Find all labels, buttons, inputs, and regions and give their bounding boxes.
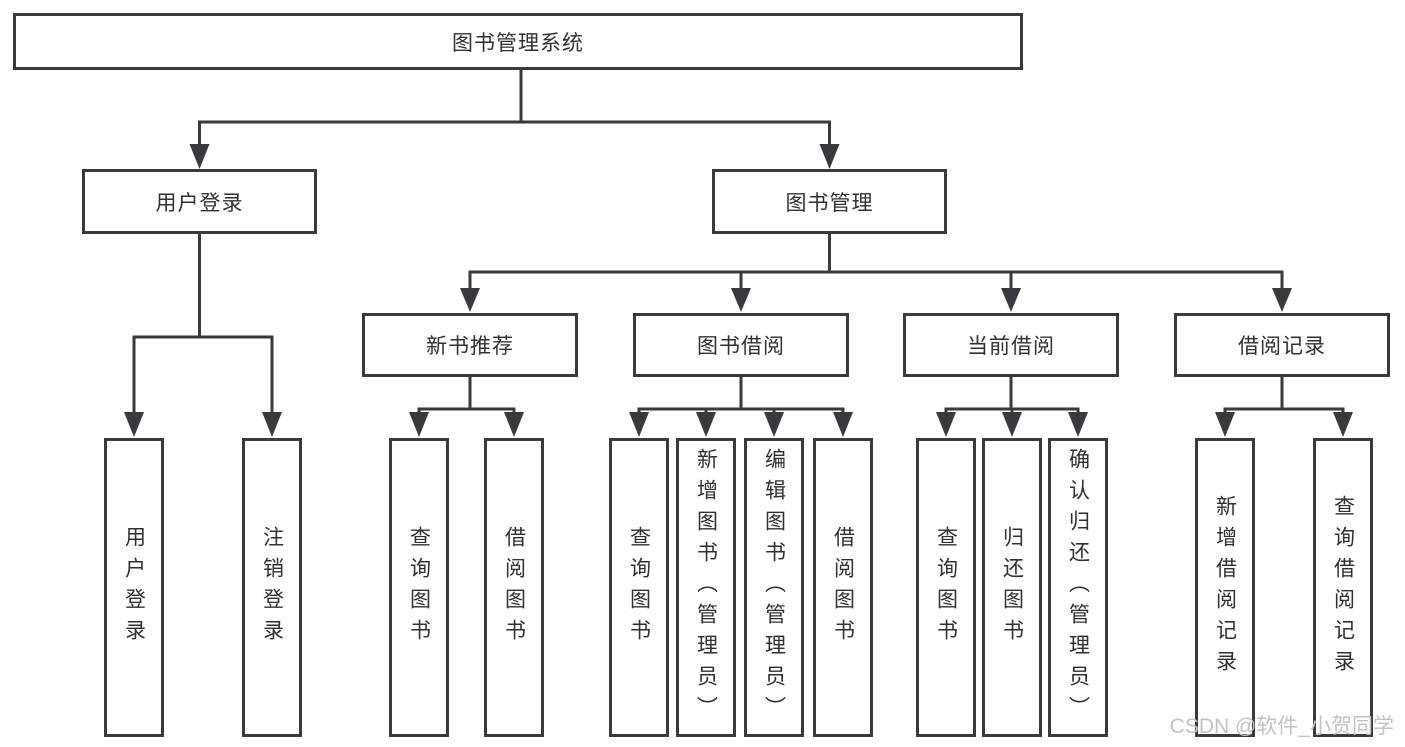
edge-borrow-records-to-leaves xyxy=(1215,375,1353,437)
node-leaf-br-query-record: 查询借阅记录 xyxy=(1313,438,1373,737)
node-leaf-rec-query-books: 查询图书 xyxy=(389,438,449,737)
node-book-borrow: 图书借阅 xyxy=(633,313,849,377)
node-root-label: 图书管理系统 xyxy=(452,31,584,55)
node-leaf-br-add-record-label: 新增借阅记录 xyxy=(1213,494,1237,681)
node-leaf-login-label: 用户登录 xyxy=(122,525,146,650)
node-borrow-records: 借阅记录 xyxy=(1174,313,1390,377)
node-leaf-br-add-record: 新增借阅记录 xyxy=(1195,438,1255,737)
edge-book-borrow-to-leaves xyxy=(629,375,853,437)
node-leaf-bb-add-books-label: 新增图书（管理员） xyxy=(694,448,718,727)
node-leaf-cb-query-books-label: 查询图书 xyxy=(934,525,958,650)
node-leaf-cb-confirm-return-label: 确认归还（管理员） xyxy=(1066,448,1090,727)
node-book-mgmt-label: 图书管理 xyxy=(785,191,874,215)
node-leaf-login: 用户登录 xyxy=(104,438,164,737)
node-borrow-records-label: 借阅记录 xyxy=(1238,335,1326,358)
node-leaf-bb-edit-books: 编辑图书（管理员） xyxy=(744,438,804,737)
node-leaf-bb-borrow-books-label: 借阅图书 xyxy=(831,525,855,650)
node-leaf-rec-borrow-books-label: 借阅图书 xyxy=(502,525,526,650)
node-leaf-bb-add-books: 新增图书（管理员） xyxy=(676,438,736,737)
node-leaf-bb-borrow-books: 借阅图书 xyxy=(813,438,873,737)
node-book-mgmt: 图书管理 xyxy=(712,169,947,234)
node-leaf-br-query-record-label: 查询借阅记录 xyxy=(1331,494,1355,681)
node-leaf-cb-query-books: 查询图书 xyxy=(916,438,976,737)
node-root: 图书管理系统 xyxy=(13,13,1023,70)
csdn-watermark: CSDN @软件_小贺同学 xyxy=(1169,715,1394,738)
node-book-borrow-label: 图书借阅 xyxy=(697,335,785,358)
node-leaf-cb-return-books: 归还图书 xyxy=(982,438,1042,737)
edge-root-to-level2 xyxy=(189,68,840,169)
node-leaf-bb-edit-books-label: 编辑图书（管理员） xyxy=(762,448,786,727)
node-leaf-rec-borrow-books: 借阅图书 xyxy=(484,438,544,737)
node-new-book-rec-label: 新书推荐 xyxy=(426,335,514,358)
node-leaf-bb-query-books: 查询图书 xyxy=(609,438,669,737)
node-current-borrow: 当前借阅 xyxy=(903,313,1119,377)
node-leaf-rec-query-books-label: 查询图书 xyxy=(407,525,431,650)
node-leaf-cb-return-books-label: 归还图书 xyxy=(1000,525,1024,650)
node-leaf-bb-query-books-label: 查询图书 xyxy=(627,525,651,650)
node-leaf-logout-label: 注销登录 xyxy=(260,525,284,650)
edge-book-mgmt-to-level3 xyxy=(460,232,1292,312)
edge-new-book-rec-to-leaves xyxy=(409,375,524,437)
node-leaf-cb-confirm-return: 确认归还（管理员） xyxy=(1048,438,1108,737)
edge-user-login-to-leaves xyxy=(124,232,282,437)
node-new-book-rec: 新书推荐 xyxy=(362,313,578,377)
node-current-borrow-label: 当前借阅 xyxy=(967,335,1055,358)
node-user-login-label: 用户登录 xyxy=(155,191,244,215)
node-user-login: 用户登录 xyxy=(82,169,317,234)
node-leaf-logout: 注销登录 xyxy=(242,438,302,737)
edge-current-borrow-to-leaves xyxy=(936,375,1088,437)
